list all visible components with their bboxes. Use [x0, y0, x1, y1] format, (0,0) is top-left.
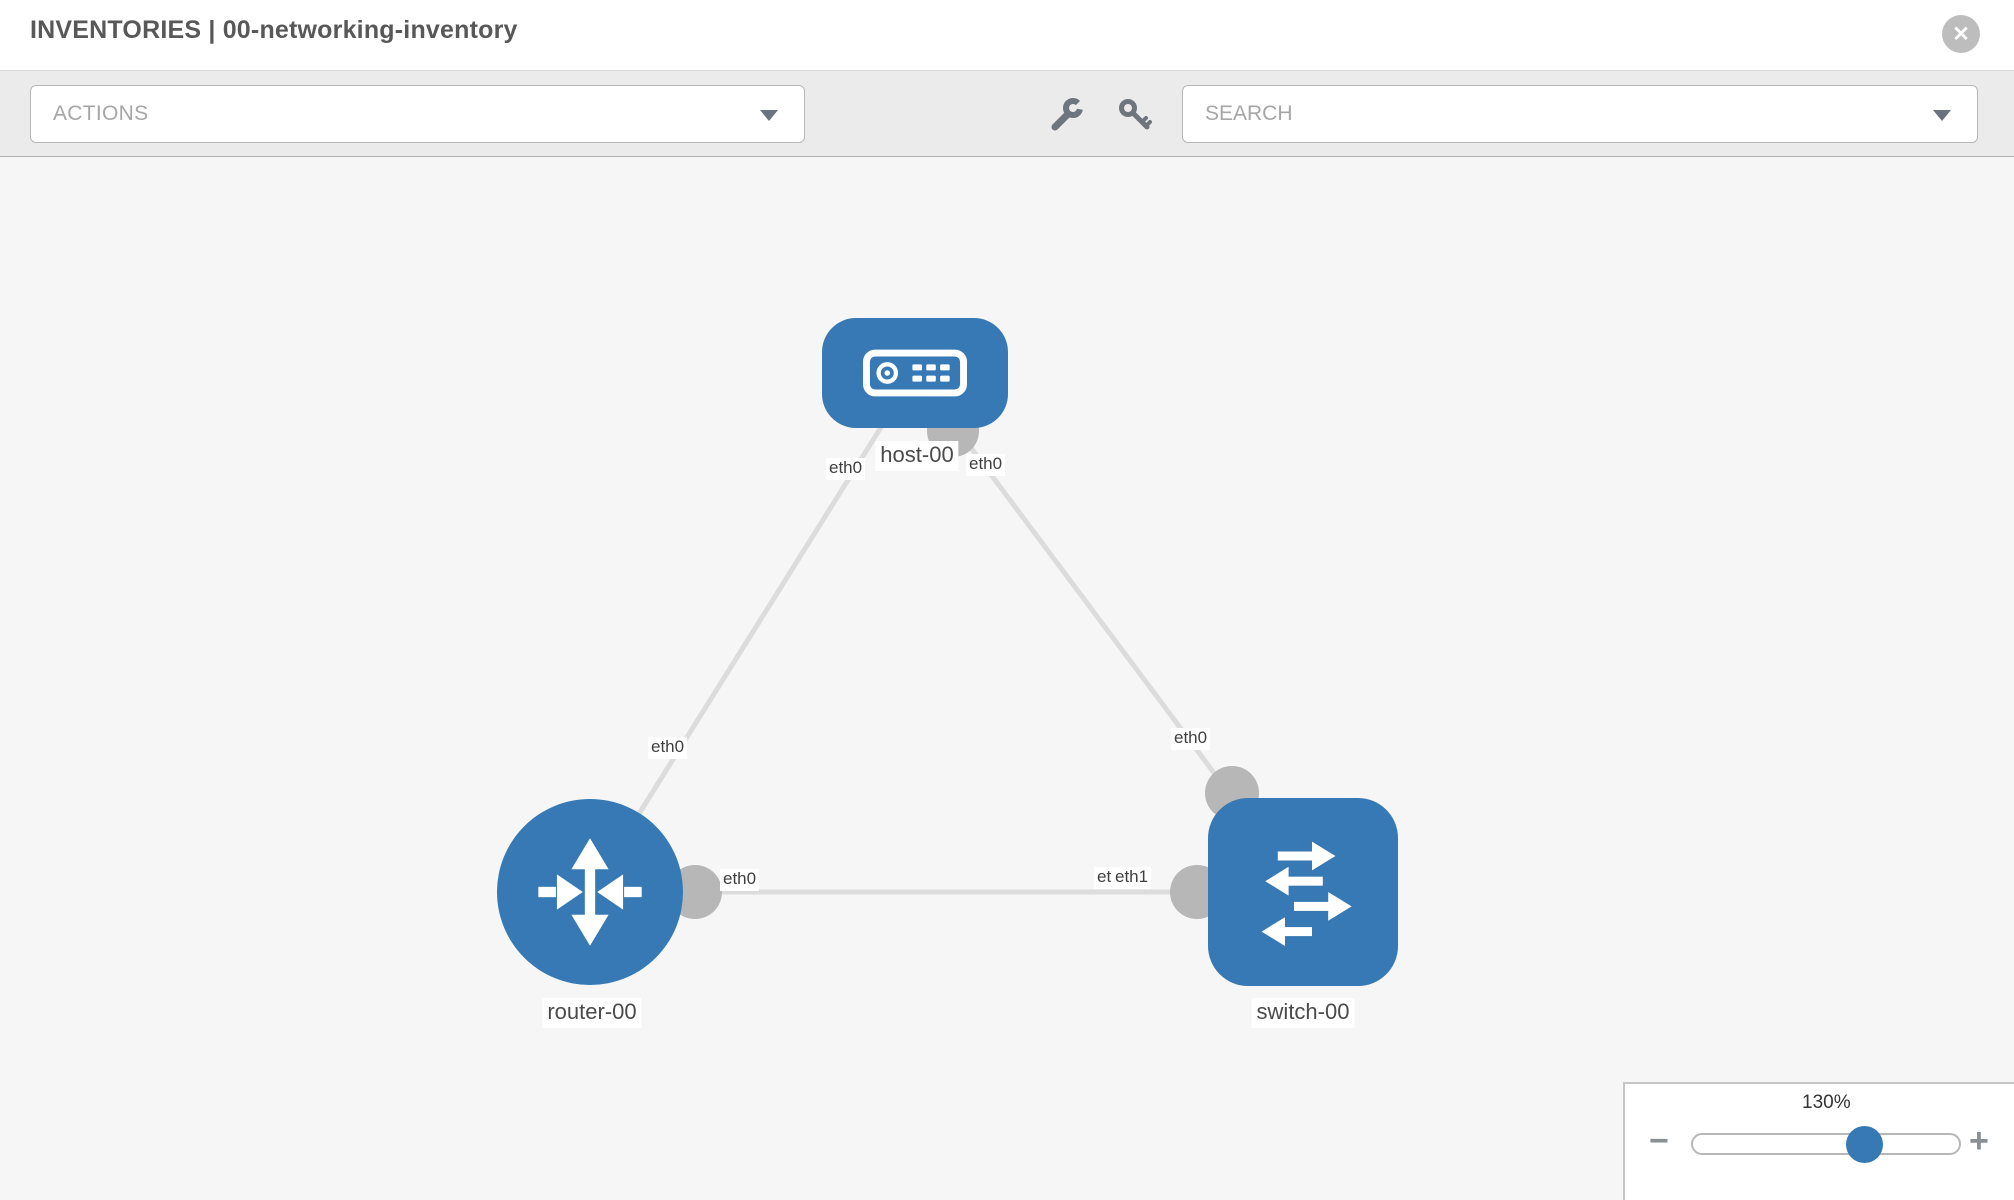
- zoom-control-panel: 130% − +: [1623, 1082, 2014, 1200]
- topology-canvas[interactable]: host-00 router-00 switch-00 eth0 eth0 et…: [0, 158, 2014, 1200]
- search-dropdown: [1182, 85, 1978, 143]
- header: INVENTORIES | 00-networking-inventory ✕: [0, 0, 2014, 70]
- close-button[interactable]: ✕: [1942, 15, 1980, 53]
- zoom-level-value: 130%: [1802, 1092, 1851, 1113]
- close-icon: ✕: [1952, 22, 1970, 46]
- node-label-switch: switch-00: [1251, 998, 1355, 1028]
- actions-dropdown-label: ACTIONS: [53, 102, 149, 125]
- zoom-slider-thumb[interactable]: [1846, 1126, 1883, 1163]
- interface-label: eth0: [826, 458, 866, 480]
- node-label-router: router-00: [542, 998, 642, 1028]
- node-switch-00[interactable]: [1208, 798, 1398, 986]
- zoom-slider-track[interactable]: [1691, 1133, 1961, 1155]
- node-label-host: host-00: [875, 441, 959, 471]
- interface-label: eth1: [1112, 867, 1152, 889]
- actions-dropdown[interactable]: ACTIONS: [30, 85, 805, 143]
- key-icon: [1119, 99, 1152, 130]
- interface-label: eth0: [966, 454, 1006, 476]
- zoom-in-button[interactable]: +: [1969, 1122, 1989, 1160]
- chevron-down-icon: [760, 110, 778, 121]
- node-host-00[interactable]: [822, 318, 1008, 428]
- page-title: INVENTORIES | 00-networking-inventory: [30, 16, 518, 44]
- search-input[interactable]: [1183, 86, 1977, 142]
- interface-label: eth0: [1171, 728, 1211, 750]
- toolbar: ACTIONS: [0, 70, 2014, 157]
- switch-icon: [1261, 841, 1352, 946]
- router-icon: [538, 838, 642, 946]
- zoom-out-button[interactable]: −: [1649, 1122, 1669, 1160]
- wrench-icon: [1051, 97, 1084, 131]
- credentials-button[interactable]: [1115, 95, 1155, 135]
- interface-label: eth0: [648, 737, 688, 759]
- interface-label: eth0: [720, 869, 760, 891]
- node-router-00[interactable]: [497, 799, 683, 985]
- topology-links-layer: [587, 371, 1306, 919]
- tools-button[interactable]: [1046, 95, 1086, 135]
- chevron-down-icon: [1933, 110, 1951, 121]
- host-icon: [863, 349, 967, 397]
